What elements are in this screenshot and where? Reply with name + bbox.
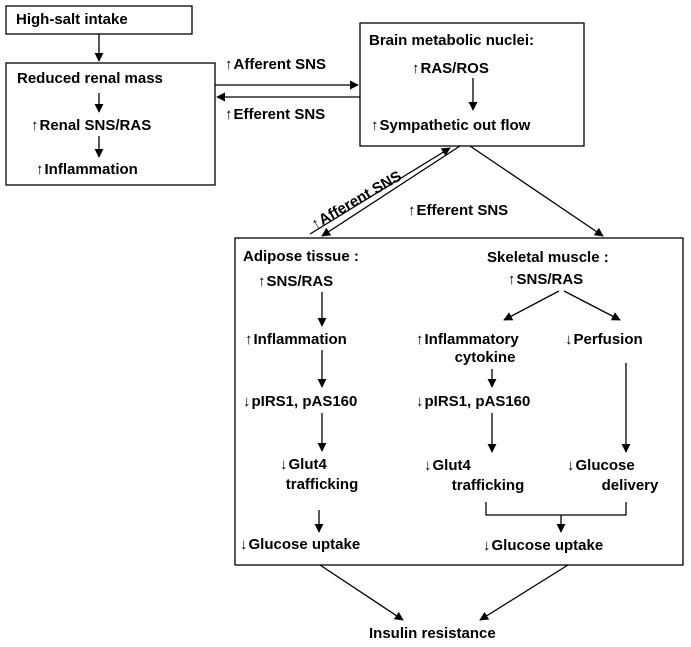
renal-box [5, 62, 216, 186]
high-salt-intake: High-salt intake [16, 11, 128, 28]
adipose-inflammation-label: Inflammation [253, 331, 347, 348]
adipose-glucose-uptake: Glucose uptake [240, 536, 361, 554]
adipose-inflammation: Inflammation [245, 331, 347, 349]
brain-box [359, 22, 585, 147]
renal-sns-ras: Renal SNS/RAS [31, 117, 152, 135]
adipose-glucose-uptake-label: Glucose uptake [248, 536, 361, 553]
arrow-brain-to-muscle [469, 145, 604, 237]
efferent-sns-top: Efferent SNS [225, 106, 326, 124]
muscle-glucose-uptake-label: Glucose uptake [491, 537, 604, 554]
muscle-glucose-uptake: Glucose uptake [483, 537, 604, 555]
brain-title: Brain metabolic nuclei: [369, 32, 535, 49]
brain-ras-ros: RAS/ROS [412, 60, 489, 78]
arrow-adipose-to-ir [319, 564, 404, 621]
renal-sns-ras-label: Renal SNS/RAS [39, 117, 152, 134]
muscle-pirs1: pIRS1, pAS160 [416, 393, 531, 411]
muscle-glut4: Glut4 [424, 457, 471, 475]
muscle-pirs1-label: pIRS1, pAS160 [424, 393, 531, 410]
brain-sympathetic-outflow: Sympathetic out flow [371, 117, 531, 135]
muscle-perfusion-label: Perfusion [573, 331, 643, 348]
muscle-inflammatory-label: Inflammatory [424, 331, 519, 348]
muscle-glut4-label: Glut4 [432, 457, 471, 474]
muscle-cytokine: cytokine [454, 349, 516, 366]
muscle-perfusion: Perfusion [565, 331, 643, 349]
afferent-sns-top-label: Afferent SNS [233, 56, 327, 73]
adipose-sns-ras: SNS/RAS [258, 273, 334, 291]
muscle-title: Skeletal muscle : [487, 249, 609, 266]
renal-inflammation-label: Inflammation [44, 161, 138, 178]
afferent-sns-top: Afferent SNS [225, 56, 327, 74]
muscle-sns-ras-label: SNS/RAS [516, 271, 584, 288]
muscle-delivery: delivery [601, 477, 659, 494]
muscle-trafficking: trafficking [451, 477, 525, 494]
adipose-pirs1: pIRS1, pAS160 [243, 393, 358, 411]
arrow-muscle-to-ir [479, 564, 569, 621]
muscle-sns-ras: SNS/RAS [508, 271, 584, 289]
insulin-resistance: Insulin resistance [369, 625, 496, 642]
adipose-glut4: Glut4 [280, 456, 327, 474]
brain-ras-ros-label: RAS/ROS [420, 60, 489, 77]
muscle-inflammatory: Inflammatory [416, 331, 519, 349]
adipose-title: Adipose tissue : [243, 248, 359, 265]
bracket-muscle-uptake [485, 502, 627, 516]
adipose-pirs1-label: pIRS1, pAS160 [251, 393, 358, 410]
renal-title: Reduced renal mass [17, 70, 163, 87]
arrow-muscle-to-perfusion [563, 290, 621, 321]
renal-inflammation: Inflammation [36, 161, 138, 179]
efferent-sns-top-label: Efferent SNS [233, 106, 326, 123]
efferent-sns-diagonal: Efferent SNS [408, 202, 509, 220]
adipose-trafficking: trafficking [285, 476, 359, 493]
brain-sympathetic-outflow-label: Sympathetic out flow [379, 117, 531, 134]
muscle-glucose: Glucose [567, 457, 635, 475]
arrow-muscle-to-cytokine [503, 290, 560, 321]
tissue-box [234, 237, 684, 566]
adipose-sns-ras-label: SNS/RAS [266, 273, 334, 290]
adipose-glut4-label: Glut4 [288, 456, 327, 473]
efferent-sns-diagonal-label: Efferent SNS [416, 202, 509, 219]
muscle-glucose-label: Glucose [575, 457, 635, 474]
